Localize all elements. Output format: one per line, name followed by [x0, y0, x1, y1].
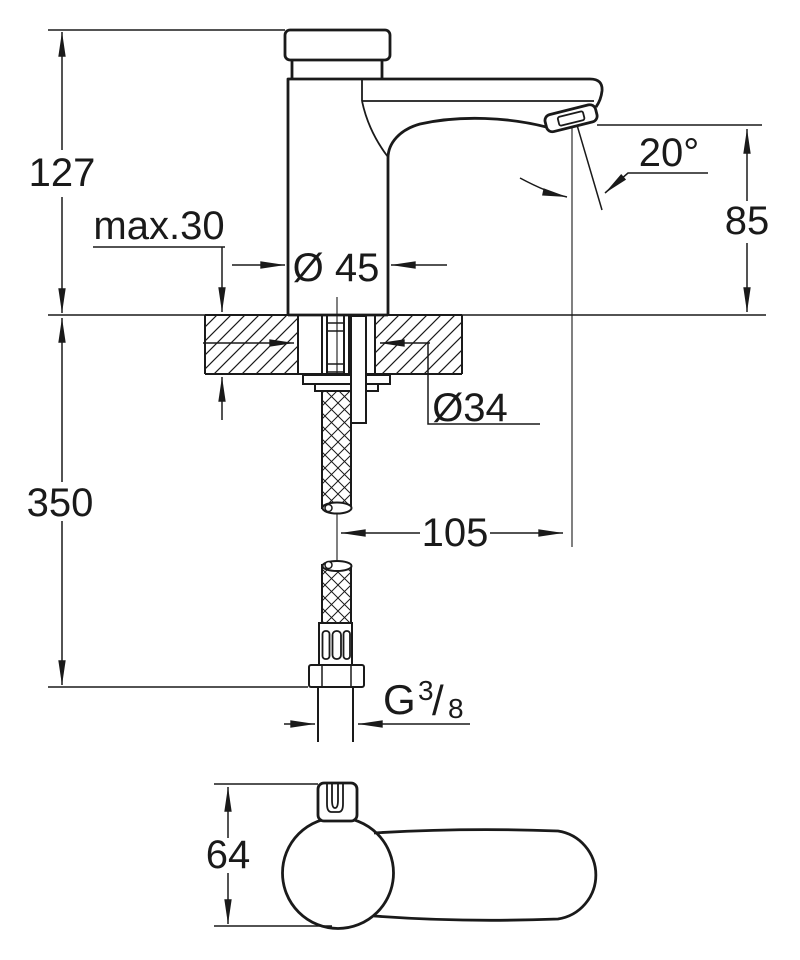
body-spout-junction-curve [361, 100, 389, 158]
sleeve-grip-slot-3 [342, 630, 351, 660]
button-slot-outer [326, 784, 344, 813]
spray-direction-line [576, 124, 603, 211]
angle-arc-arrow [519, 177, 568, 198]
hex-nut [308, 664, 365, 688]
mounting-washer-bottom [314, 383, 379, 392]
spout-underside-outline [386, 116, 551, 315]
threaded-shank-tube [321, 316, 350, 375]
dim-g38-numerator: 3 [418, 675, 434, 706]
hose-upper-end-detail [324, 503, 333, 513]
dim-d34-leader [427, 343, 540, 425]
deck-section [48, 313, 766, 375]
shank-and-hose [302, 297, 391, 742]
push-button-cap [283, 28, 392, 62]
deck-hatch-left [205, 316, 298, 373]
hex-nut-flats [321, 665, 352, 687]
deck-hatch-right [375, 316, 462, 373]
dim-20deg-label: 20° [639, 131, 700, 175]
dim-85-label: 85 [725, 199, 770, 243]
dim-105-label: 105 [422, 511, 489, 555]
dim-64-label: 64 [206, 833, 251, 877]
cap-neck [290, 60, 384, 79]
dim-350-label: 350 [27, 481, 94, 525]
dim-d34-label: Ø34 [432, 386, 508, 430]
aerator-face [556, 110, 586, 127]
hose-lower-braid [322, 565, 351, 623]
faucet-side-view [283, 28, 604, 547]
deck-hole-edges [297, 316, 376, 374]
shank-thread-ticks [327, 322, 344, 373]
mounting-washer-top [302, 374, 391, 385]
fixing-stud [350, 315, 367, 424]
dim-g38-denominator: 8 [448, 693, 464, 724]
dim-20deg-leader [604, 172, 708, 194]
handle-top-view: 64 [206, 781, 598, 930]
dim-127-label: 127 [29, 151, 96, 195]
sleeve-grip-slot-2 [331, 630, 342, 660]
dim-max30-label: max.30 [93, 204, 224, 248]
body-and-spout-top-outline [286, 77, 604, 315]
dim-g38-slash: / [432, 677, 444, 724]
outlet-nozzle-group [543, 103, 599, 134]
dim-g38-prefix: G [383, 676, 416, 723]
hose-upper-braid [322, 391, 351, 508]
thread-tube-g38 [317, 687, 354, 742]
handle-lever-outline [373, 828, 598, 922]
button-slot-inner [331, 784, 339, 809]
hose-lower-top-detail [324, 560, 333, 570]
dimensions: 127 max.30 Ø 45 Ø34 85 20° 105 350 [27, 29, 770, 728]
sleeve-grip-slot-1 [321, 630, 331, 660]
dim-d45-label: Ø 45 [293, 246, 380, 290]
